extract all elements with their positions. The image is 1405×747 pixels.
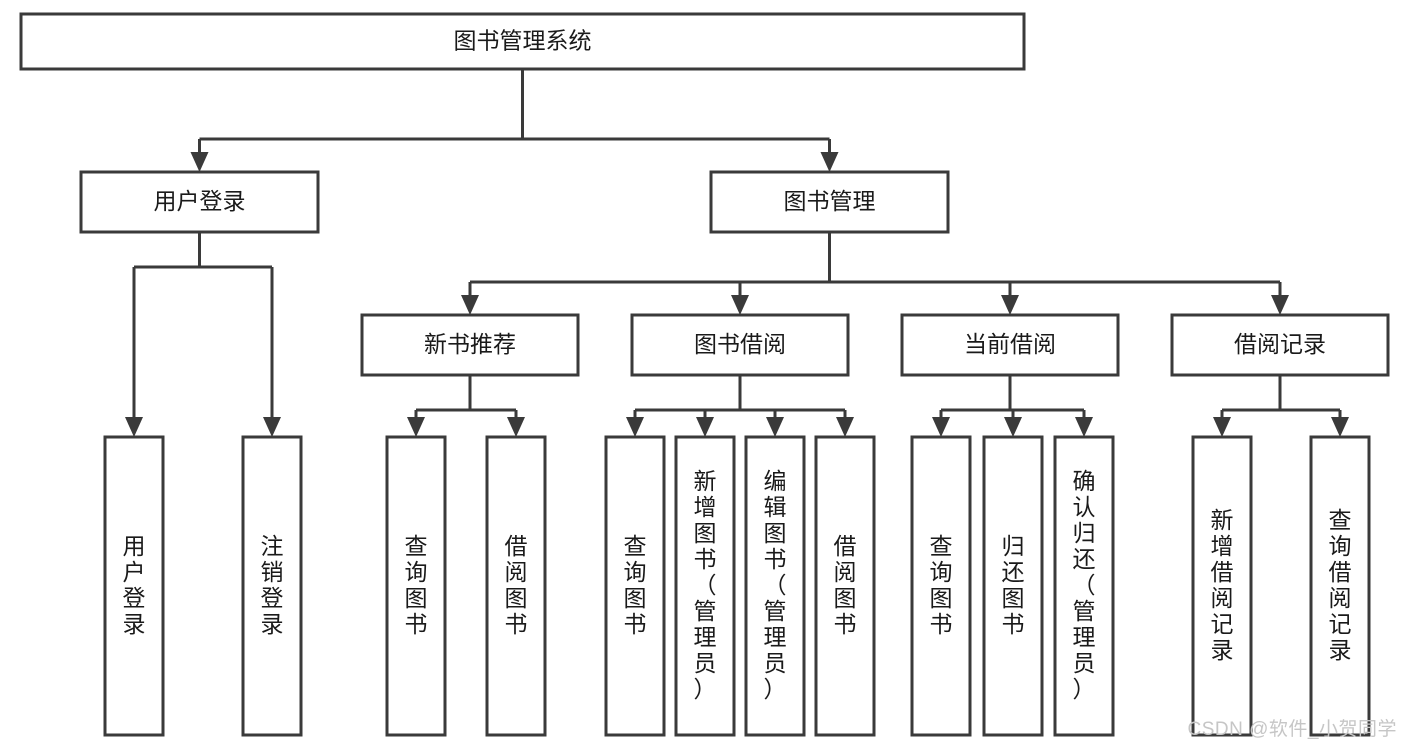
node-leaf-add-book-admin-label: 新增图书（管理员） (694, 468, 717, 702)
node-leaf-return-book[interactable]: 归还图书 (982, 435, 1044, 737)
node-leaf-query-book-current-box (910, 435, 972, 737)
node-root-label: 图书管理系统 (454, 28, 592, 54)
arrow-head-icon (626, 417, 644, 437)
node-leaf-query-book-recommend-box (385, 435, 447, 737)
node-leaf-confirm-return-admin-label: 确认归还（管理员） (1073, 468, 1096, 702)
node-new-book-recommend-label: 新书推荐 (424, 331, 516, 357)
arrow-head-icon (731, 295, 749, 315)
connector-layer (125, 69, 1349, 437)
node-leaf-logout-label: 注销登录 (261, 533, 284, 637)
node-borrow-record-box (1170, 313, 1390, 377)
node-leaf-query-book-current-label: 查询图书 (930, 533, 953, 637)
node-leaf-edit-book-admin-box (744, 435, 806, 737)
node-new-book-recommend[interactable]: 新书推荐 (360, 313, 580, 377)
node-borrow-record[interactable]: 借阅记录 (1170, 313, 1390, 377)
node-current-borrow-label: 当前借阅 (964, 331, 1056, 357)
node-leaf-query-book-borrow[interactable]: 查询图书 (604, 435, 666, 737)
node-leaf-add-borrow-record[interactable]: 新增借阅记录 (1191, 435, 1253, 737)
arrow-head-icon (507, 417, 525, 437)
arrow-head-icon (696, 417, 714, 437)
node-leaf-borrow-book-box (814, 435, 876, 737)
node-new-book-recommend-box (360, 313, 580, 377)
node-leaf-logout-box (241, 435, 303, 737)
arrow-head-icon (766, 417, 784, 437)
node-leaf-query-book-recommend[interactable]: 查询图书 (385, 435, 447, 737)
node-book-borrow[interactable]: 图书借阅 (630, 313, 850, 377)
node-leaf-return-book-label: 归还图书 (1002, 533, 1025, 637)
node-leaf-borrow-book-recommend[interactable]: 借阅图书 (485, 435, 547, 737)
node-leaf-add-borrow-record-box (1191, 435, 1253, 737)
node-book-management[interactable]: 图书管理 (709, 170, 950, 234)
node-root-box (19, 12, 1026, 71)
node-leaf-borrow-book-recommend-label: 借阅图书 (505, 533, 528, 637)
node-borrow-record-label: 借阅记录 (1234, 331, 1326, 357)
arrow-head-icon (461, 295, 479, 315)
node-leaf-query-book-recommend-label: 查询图书 (405, 533, 428, 637)
node-leaf-user-login[interactable]: 用户登录 (103, 435, 165, 737)
arrow-head-icon (932, 417, 950, 437)
node-user-login[interactable]: 用户登录 (79, 170, 320, 234)
arrow-head-icon (1331, 417, 1349, 437)
node-leaf-user-login-label: 用户登录 (123, 533, 146, 637)
arrow-head-icon (190, 152, 209, 172)
node-current-borrow[interactable]: 当前借阅 (900, 313, 1120, 377)
arrow-head-icon (1271, 295, 1289, 315)
node-leaf-borrow-book-recommend-box (485, 435, 547, 737)
arrow-head-icon (1075, 417, 1093, 437)
node-leaf-query-book-borrow-label: 查询图书 (624, 533, 647, 637)
node-leaf-add-book-admin[interactable]: 新增图书（管理员） (674, 435, 736, 737)
node-book-borrow-box (630, 313, 850, 377)
node-user-login-label: 用户登录 (154, 188, 246, 214)
node-leaf-add-book-admin-box (674, 435, 736, 737)
node-book-management-label: 图书管理 (784, 188, 876, 214)
node-leaf-edit-book-admin[interactable]: 编辑图书（管理员） (744, 435, 806, 737)
arrow-head-icon (125, 417, 143, 437)
arrow-head-icon (407, 417, 425, 437)
node-leaf-confirm-return-admin-box (1053, 435, 1115, 737)
arrow-head-icon (1001, 295, 1019, 315)
node-book-management-box (709, 170, 950, 234)
arrow-head-icon (820, 152, 839, 172)
arrow-head-icon (263, 417, 281, 437)
node-leaf-borrow-book[interactable]: 借阅图书 (814, 435, 876, 737)
arrow-head-icon (1004, 417, 1022, 437)
node-leaf-add-borrow-record-label: 新增借阅记录 (1211, 507, 1234, 663)
node-book-borrow-label: 图书借阅 (694, 331, 786, 357)
node-leaf-query-borrow-record-label: 查询借阅记录 (1329, 507, 1352, 663)
arrow-head-icon (1213, 417, 1231, 437)
node-leaf-query-book-current[interactable]: 查询图书 (910, 435, 972, 737)
node-leaf-query-borrow-record-box (1309, 435, 1371, 737)
node-leaf-return-book-box (982, 435, 1044, 737)
node-leaf-query-borrow-record[interactable]: 查询借阅记录 (1309, 435, 1371, 737)
node-root[interactable]: 图书管理系统 (19, 12, 1026, 71)
node-leaf-edit-book-admin-label: 编辑图书（管理员） (764, 468, 787, 702)
node-leaf-logout[interactable]: 注销登录 (241, 435, 303, 737)
arrow-head-icon (836, 417, 854, 437)
node-leaf-borrow-book-label: 借阅图书 (834, 533, 857, 637)
node-layer: 图书管理系统用户登录图书管理新书推荐图书借阅当前借阅借阅记录用户登录注销登录查询… (19, 12, 1390, 737)
node-current-borrow-box (900, 313, 1120, 377)
node-leaf-confirm-return-admin[interactable]: 确认归还（管理员） (1053, 435, 1115, 737)
node-user-login-box (79, 170, 320, 234)
node-leaf-user-login-box (103, 435, 165, 737)
node-leaf-query-book-borrow-box (604, 435, 666, 737)
